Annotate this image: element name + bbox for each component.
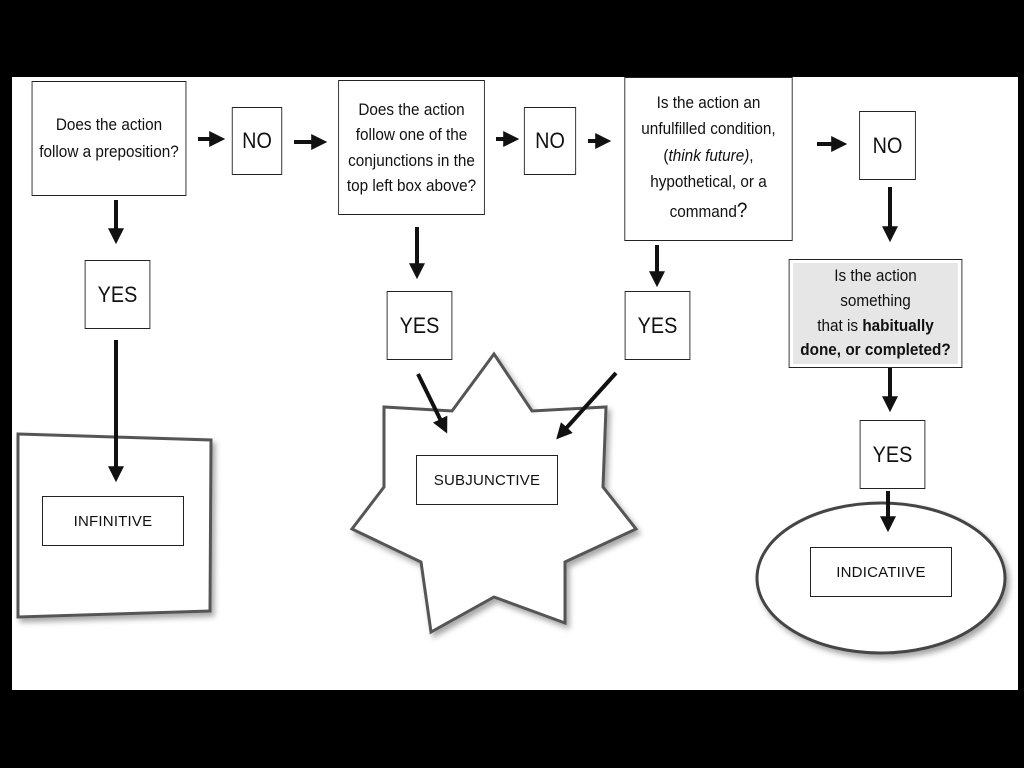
condition-comma: ,: [749, 145, 754, 165]
habitual-line-1: Is the action something: [834, 266, 917, 310]
question-box-condition: Is the action an unfulfilled condition, …: [624, 77, 793, 241]
question-text-preposition: Does the action follow a preposition?: [39, 115, 179, 161]
habitual-bold-word: habitually: [862, 315, 934, 335]
yes-box-4: YES: [859, 420, 926, 489]
yes-label-4: YES: [872, 441, 913, 467]
condition-line-1: Is the action an unfulfilled condition,: [641, 93, 776, 139]
condition-hypothetical: hypothetical, or a command: [650, 172, 767, 222]
habitual-line-3: done, or completed?: [800, 340, 951, 360]
infinitive-label-box: INFINITIVE: [42, 496, 184, 546]
condition-paren-open: (: [663, 145, 669, 165]
subjunctive-label: SUBJUNCTIVE: [433, 471, 541, 489]
question-text-habitual: Is the action something that is habitual…: [793, 263, 958, 364]
indicative-label: INDICATIIVE: [836, 563, 926, 581]
condition-question-mark: ?: [736, 199, 748, 223]
no-label-2: NO: [535, 128, 565, 153]
question-box-conjunctions: Does the action follow one of the conjun…: [338, 80, 485, 215]
no-box-3: NO: [859, 111, 916, 180]
no-label-3: NO: [872, 132, 903, 158]
yes-label-1: YES: [97, 281, 138, 307]
no-label-1: NO: [242, 128, 272, 153]
question-box-preposition: Does the action follow a preposition?: [31, 81, 187, 196]
yes-label-3: YES: [637, 312, 678, 338]
arrow-yes3-to-subjunctive: [556, 371, 618, 440]
indicative-label-box: INDICATIIVE: [810, 547, 952, 597]
yes-label-2: YES: [399, 312, 440, 338]
question-text-conjunctions: Does the action follow one of the conjun…: [346, 99, 477, 196]
arrow-yes2-to-subjunctive: [416, 373, 448, 434]
question-text-condition: Is the action an unfulfilled condition, …: [629, 90, 788, 228]
subjunctive-label-box: SUBJUNCTIVE: [416, 455, 558, 505]
yes-box-2: YES: [386, 291, 453, 360]
yes-box-1: YES: [84, 260, 151, 329]
infinitive-label: INFINITIVE: [73, 512, 153, 530]
flowchart-slide: Does the action follow a preposition? Do…: [12, 77, 1018, 690]
no-box-2: NO: [523, 107, 577, 175]
yes-box-3: YES: [624, 291, 691, 360]
habitual-line-2a: that is: [817, 315, 863, 335]
no-box-1: NO: [231, 107, 283, 175]
question-box-habitual: Is the action something that is habitual…: [788, 259, 963, 368]
condition-think-future: think future): [668, 145, 750, 165]
